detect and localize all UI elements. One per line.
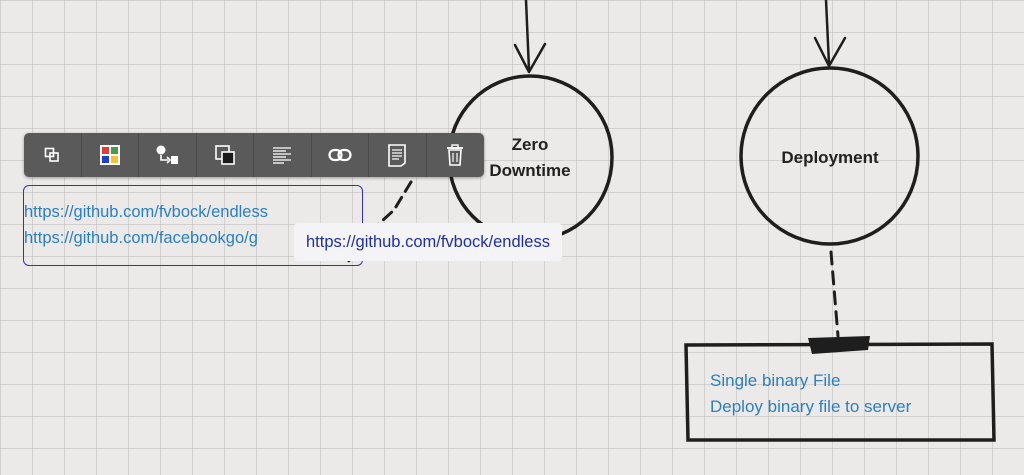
connector-icon [155,144,179,166]
color-button[interactable] [82,133,139,177]
deployment-node-shape[interactable] [739,66,920,246]
duplicate-button[interactable] [24,133,82,177]
note-link-2[interactable]: https://github.com/facebookgo/g [24,229,258,247]
duplicate-icon [44,147,60,163]
tooltip-text: https://github.com/fvbock/endless [306,232,550,251]
arrange-button[interactable] [197,133,254,177]
deployment-label: Deployment [781,148,879,167]
connector-button[interactable] [139,133,197,177]
deployment-note-box[interactable] [684,342,996,442]
deployment-note-connector [829,250,840,338]
link-button[interactable] [312,133,369,177]
align-text-icon [272,146,292,164]
note-link-1[interactable]: https://github.com/fvbock/endless [24,203,268,221]
arrow-to-deployment [813,0,847,68]
note-button[interactable] [369,133,427,177]
zero-downtime-label-line1: Zero [511,135,549,154]
zero-downtime-label: Zero Downtime [470,132,590,184]
arrow-to-zero-downtime [513,0,547,74]
color-palette-icon [99,144,121,166]
trash-icon [446,144,464,166]
deployment-note-line-1: Single binary File [710,371,841,390]
note-icon [387,143,407,167]
bring-to-front-icon [214,145,235,165]
deployment-note-line-2: Deploy binary file to server [710,397,912,416]
zero-downtime-label-line2: Downtime [489,161,571,180]
align-button[interactable] [254,133,312,177]
tape-pin [808,336,870,354]
link-icon [328,148,352,162]
link-tooltip: https://github.com/fvbock/endless [294,223,562,261]
delete-button[interactable] [427,133,485,177]
context-toolbar [24,133,484,177]
